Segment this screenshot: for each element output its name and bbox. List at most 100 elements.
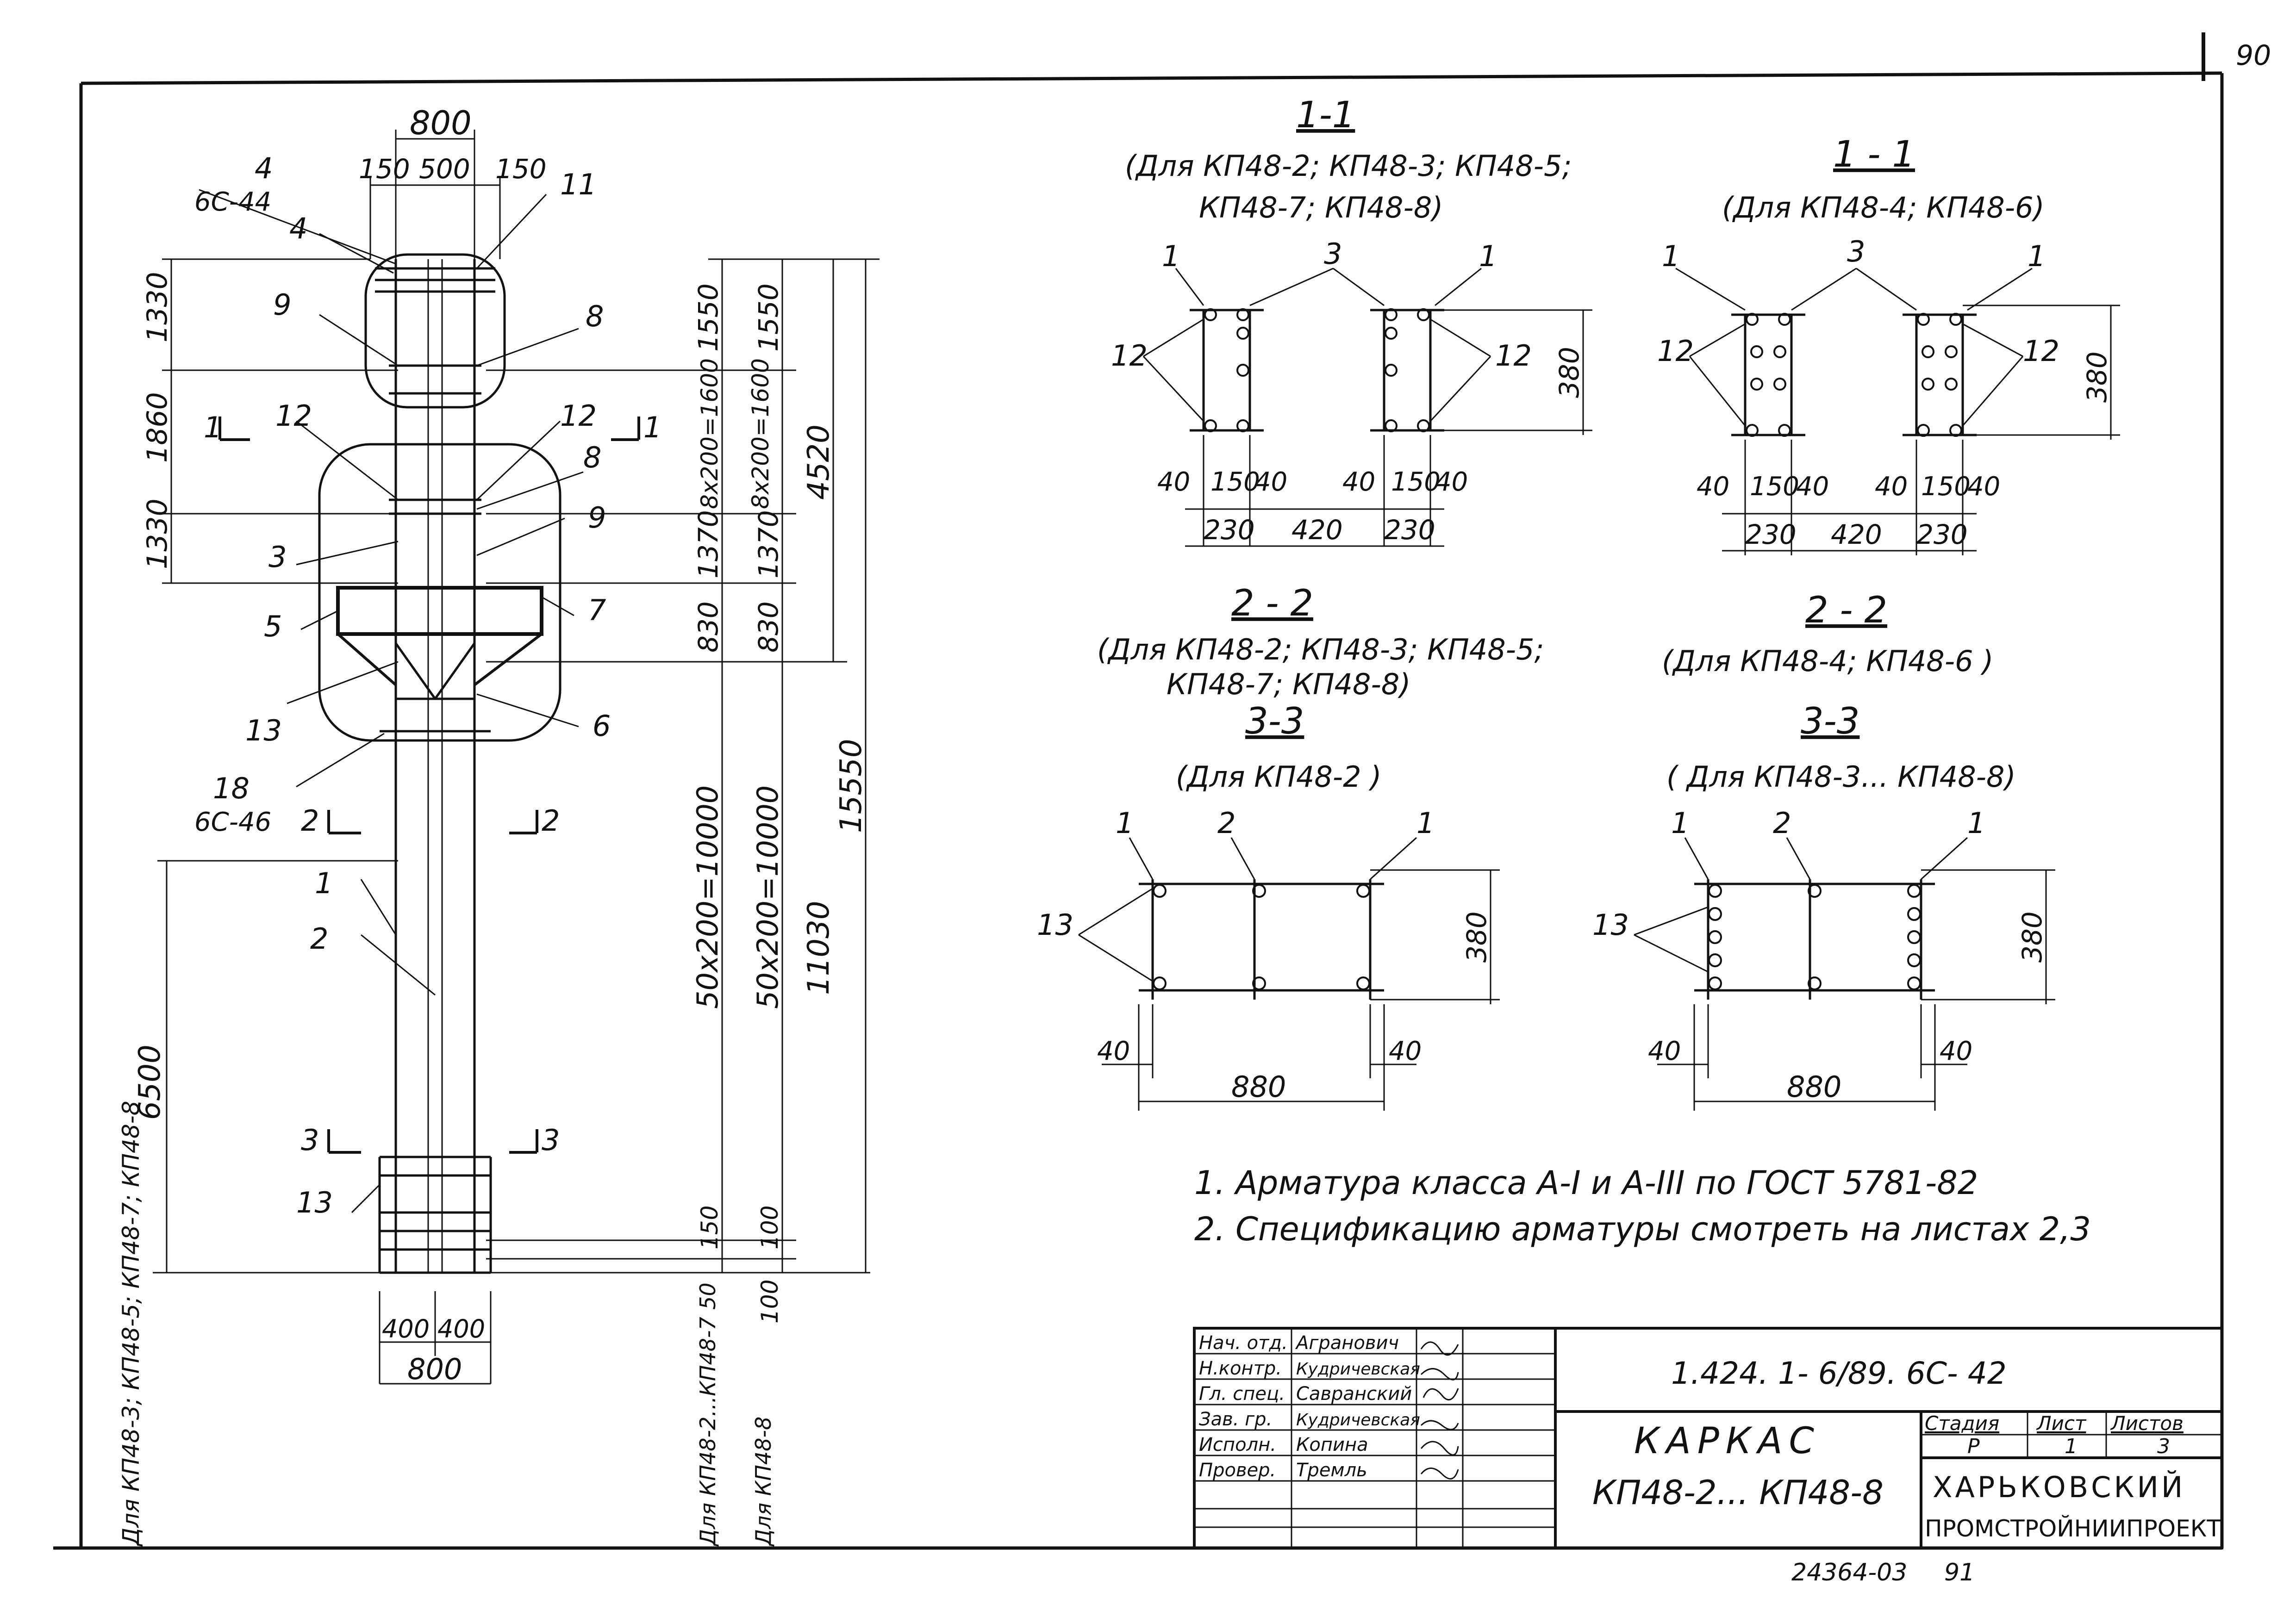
callout-8a: 8 [586,299,604,333]
s11b-callout-1b: 1 [2028,239,2046,273]
s11a-callout-12a: 12 [1111,339,1148,373]
s22b-sub: (Для КП48-4; КП48-6 ) [1662,644,1993,678]
tb-sheets-label: Листов [2110,1412,2184,1435]
s33b-callout-1b: 1 [1967,806,1985,840]
s11b-dim-40c: 40 [1875,472,1908,502]
tb-name-6: Тремль [1296,1460,1367,1481]
s11a-dim-40d: 40 [1435,467,1468,497]
top-part-dim-2: 500 [419,153,470,185]
s11b-callout-3: 3 [1847,235,1865,268]
sheet-number: 90 [2236,39,2271,72]
tb-role-2: Н.контр. [1199,1358,1282,1379]
mid-dim-5: 50x200=10000 [691,785,724,1009]
callout-5: 5 [264,609,282,643]
mid-dim-1: 1550 [693,283,724,352]
callout-11: 11 [560,168,597,201]
left-dim-4: 6500 [133,1045,167,1120]
s11b-callout-12b: 12 [2023,334,2059,368]
note-right-vertical: Для КП48-8 [751,1417,776,1547]
s11a-dim-380: 380 [1554,347,1585,398]
callout-7: 7 [588,593,606,627]
s22a-title: 2 - 2 [1231,583,1313,624]
tb-org-2: ПРОМСТРОЙНИИПРОЕКТ [1925,1515,2221,1542]
callout-12a: 12 [275,399,312,433]
s11b-dim-420: 420 [1831,519,1882,550]
archive-stamp-page: 91 [1944,1559,1975,1586]
s33b-callout-2: 2 [1773,806,1791,840]
s33a-dim-880: 880 [1231,1070,1286,1104]
s11a-dim-230b: 230 [1384,514,1435,546]
archive-stamp: 24364-03 [1791,1559,1907,1586]
left-dim-3: 1330 [141,498,174,569]
s33a-callout-2: 2 [1217,806,1235,840]
s11b-callout-12a: 12 [1657,334,1694,368]
tb-role-4: Зав. гр. [1199,1409,1272,1430]
s11b-callout-1a: 1 [1662,239,1680,273]
s11b-dim-40d: 40 [1967,472,2000,502]
callout-4a: 4 [255,151,273,185]
callout-13b: 13 [296,1186,333,1219]
tb-doc-code: 1.424. 1- 6/89. 6С- 42 [1671,1356,2007,1391]
tb-name-4: Кудричевская [1296,1411,1420,1430]
s33a-callout-13: 13 [1037,908,1073,942]
s11a-dim-150b: 150 [1391,467,1441,497]
elevation-view: 800 150 500 150 1330 1860 1330 6500 1550… [118,104,880,1547]
s11a-callout-1b: 1 [1479,239,1497,273]
right-dim-3: 15550 [834,739,868,833]
section-3-3-a: 3-3 (Для КП48-2 ) [1037,701,1500,1111]
s11a-dim-40a: 40 [1157,467,1190,497]
mid2-dim-1: 1550 [753,283,784,352]
s11b-sub: (Для КП48-4; КП48-6) [1722,191,2045,224]
s11b-dim-150b: 150 [1921,472,1971,502]
tb-role-6: Провер. [1199,1460,1276,1481]
tb-name-5: Копина [1296,1434,1368,1455]
s22b-title: 2 - 2 [1805,590,1887,631]
callout-6c44: 6С-44 [194,187,271,217]
s33a-title: 3-3 [1245,701,1304,742]
s11b-title: 1 - 1 [1833,134,1915,175]
callout-3: 3 [268,540,287,574]
callout-13a: 13 [245,714,282,747]
section-mark-3-left: 3 [301,1123,319,1157]
tb-role-1: Нач. отд. [1199,1332,1288,1354]
note-2: 2. Спецификацию арматуры смотреть на лис… [1194,1210,2091,1248]
section-mark-2-left: 2 [301,804,319,838]
mid2-dim-2: 8x200=1600 [747,358,774,509]
note-1: 1. Арматура класса А-I и А-III по ГОСТ 5… [1194,1164,1978,1202]
note-mid-vertical: Для КП48-2...КП48-7 [695,1317,720,1547]
tb-name-3: Савранский [1296,1383,1412,1405]
left-dim-1: 1330 [141,272,174,342]
s11a-dim-230a: 230 [1204,514,1255,546]
bottom-part-dim-2: 400 [437,1314,485,1343]
s33a-dim-380: 380 [1461,911,1492,963]
s11b-dim-40b: 40 [1796,472,1829,502]
s11a-title: 1-1 [1296,94,1355,136]
s33a-dim-40b: 40 [1389,1036,1422,1066]
s11a-dim-150a: 150 [1210,467,1260,497]
s11b-dim-230a: 230 [1745,519,1797,550]
callout-18: 18 [213,771,250,805]
tb-stage-value: Р [1967,1435,1980,1458]
tb-sheet-label: Лист [2036,1412,2087,1435]
mid-dim-2: 8x200=1600 [696,358,723,509]
s33b-dim-880: 880 [1787,1070,1841,1104]
s11a-dim-40c: 40 [1342,467,1375,497]
callout-4b: 4 [289,211,307,245]
mid-dim-6: 150 [696,1206,723,1250]
section-mark-3-right: 3 [542,1123,560,1157]
s33b-callout-13: 13 [1592,908,1629,942]
mid2-dim-7: 100 [756,1280,783,1324]
tb-sheet-value: 1 [2065,1435,2078,1458]
callout-9b: 9 [588,501,606,535]
right-dim-1: 4520 [802,424,836,500]
mid2-dim-4: 830 [753,601,784,653]
title-block: Нач. отд. Н.контр. Гл. спец. Зав. гр. Ис… [1193,1327,2223,1549]
left-dim-2: 1860 [141,392,174,463]
s11a-callout-1a: 1 [1162,239,1180,273]
section-2-2: 2 - 2 (Для КП48-2; КП48-3; КП48-5; КП48-… [1097,583,1993,701]
mid2-dim-3: 1370 [753,510,784,578]
section-1-1-b: 1 - 1 (Для КП48-4; КП48-6) [1657,134,2120,555]
s33b-dim-380: 380 [2016,911,2048,963]
mid-dim-4: 830 [693,601,724,653]
